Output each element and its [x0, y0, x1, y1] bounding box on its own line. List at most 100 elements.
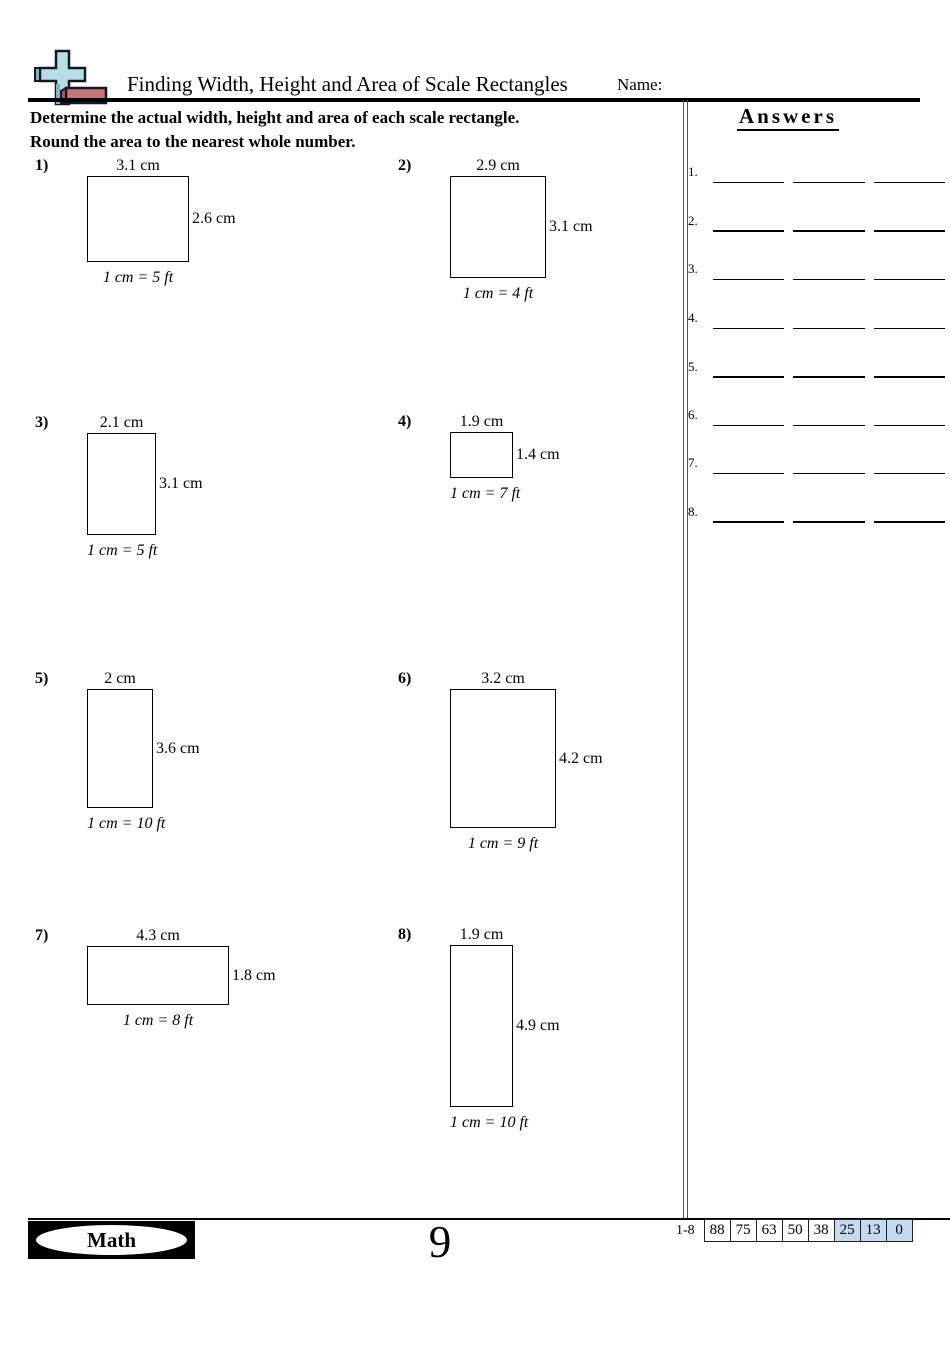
problem-8: 8) 1.9 cm 4.9 cm 1 cm = 10 ft — [398, 924, 560, 1132]
scale-rectangle — [450, 432, 513, 478]
problem-2: 2) 2.9 cm 3.1 cm 1 cm = 4 ft — [398, 155, 593, 303]
scale-rectangle — [87, 433, 156, 535]
answer-row-3: 3. — [688, 261, 945, 280]
scale-rectangle — [87, 689, 153, 808]
width-label: 1.9 cm — [459, 413, 504, 430]
problem-number: 1) — [35, 157, 49, 174]
problem-3: 3) 2.1 cm 3.1 cm 1 cm = 5 ft — [35, 412, 203, 560]
answer-blank[interactable] — [793, 261, 865, 280]
page-title: Finding Width, Height and Area of Scale … — [127, 72, 568, 96]
scale-label: 1 cm = 4 ft — [462, 285, 534, 302]
answer-blank[interactable] — [793, 358, 865, 378]
grade-cell-highlighted: 0 — [885, 1219, 913, 1242]
width-label: 2.9 cm — [476, 157, 520, 174]
instructions-line1: Determine the actual width, height and a… — [30, 108, 520, 127]
footer-divider — [28, 1218, 950, 1220]
scale-label: 1 cm = 10 ft — [450, 1114, 529, 1131]
name-label: Name: — [617, 75, 663, 94]
answers-heading: Answers — [688, 104, 888, 131]
grade-cell: 38 — [807, 1219, 835, 1242]
answer-blank[interactable] — [713, 503, 785, 523]
answer-blank[interactable] — [713, 164, 785, 183]
height-label: 3.1 cm — [549, 218, 593, 235]
answer-blank[interactable] — [713, 455, 785, 474]
answer-number: 6. — [688, 407, 698, 422]
answer-number: 1. — [688, 164, 698, 179]
answer-blank[interactable] — [793, 503, 865, 523]
grade-cell: 50 — [781, 1219, 809, 1242]
answers-column-divider — [683, 100, 688, 1218]
answer-blank[interactable] — [793, 212, 865, 232]
answer-blank[interactable] — [873, 212, 945, 232]
answer-row-2: 2. — [688, 212, 945, 232]
width-label: 4.3 cm — [136, 927, 180, 944]
scale-label: 1 cm = 9 ft — [467, 835, 539, 852]
answer-number: 8. — [688, 504, 698, 519]
answer-row-1: 1. — [688, 164, 945, 183]
grading-scale-table: 1-8 88 75 63 50 38 25 13 0 — [676, 1219, 913, 1242]
grade-cell: 75 — [729, 1219, 757, 1242]
answer-blank[interactable] — [713, 407, 785, 426]
scale-label: 1 cm = 7 ft — [450, 485, 521, 502]
answer-blank[interactable] — [873, 261, 945, 280]
problem-4: 4) 1.9 cm 1.4 cm 1 cm = 7 ft — [398, 411, 560, 503]
width-label: 2.1 cm — [99, 414, 144, 431]
answer-blank[interactable] — [713, 261, 785, 280]
width-label: 2 cm — [104, 670, 136, 687]
scale-rectangle — [450, 689, 556, 828]
header-divider — [28, 98, 920, 102]
height-label: 1.4 cm — [516, 446, 560, 463]
answer-row-4: 4. — [688, 310, 945, 329]
width-label: 3.1 cm — [116, 157, 160, 174]
problem-number: 5) — [35, 670, 49, 687]
scale-label: 1 cm = 8 ft — [122, 1012, 194, 1029]
answer-row-7: 7. — [688, 455, 945, 474]
scale-label: 1 cm = 10 ft — [87, 815, 166, 832]
scale-rectangle — [87, 946, 229, 1005]
answer-blank[interactable] — [713, 212, 785, 232]
answer-blank[interactable] — [793, 164, 865, 183]
grading-scale-range-label: 1-8 — [676, 1222, 695, 1238]
answer-blank[interactable] — [713, 310, 785, 329]
answer-blank[interactable] — [873, 164, 945, 183]
answer-blank[interactable] — [793, 310, 865, 329]
width-label: 3.2 cm — [481, 670, 525, 687]
width-label: 1.9 cm — [459, 926, 504, 943]
problem-number: 8) — [398, 926, 412, 943]
problem-5: 5) 2 cm 3.6 cm 1 cm = 10 ft — [35, 668, 200, 833]
problem-7: 7) 4.3 cm 1.8 cm 1 cm = 8 ft — [35, 925, 276, 1030]
scale-label: 1 cm = 5 ft — [87, 542, 158, 559]
problem-number: 4) — [398, 413, 412, 430]
grade-cell-highlighted: 13 — [859, 1219, 887, 1242]
answer-row-8: 8. — [688, 503, 945, 523]
height-label: 4.2 cm — [559, 749, 603, 767]
instructions: Determine the actual width, height and a… — [30, 106, 519, 154]
scale-label: 1 cm = 5 ft — [102, 269, 174, 286]
problem-1: 1) 3.1 cm 2.6 cm 1 cm = 5 ft — [35, 155, 236, 287]
math-brand-label: Math — [87, 1227, 136, 1252]
grade-cell-highlighted: 25 — [833, 1219, 861, 1242]
answer-blank[interactable] — [873, 455, 945, 474]
answer-blank[interactable] — [793, 455, 865, 474]
answer-row-5: 5. — [688, 358, 945, 378]
grade-cell: 63 — [755, 1219, 783, 1242]
height-label: 4.9 cm — [516, 1017, 560, 1034]
grade-cell: 88 — [703, 1219, 731, 1242]
instructions-line2: Round the area to the nearest whole numb… — [30, 132, 356, 151]
answer-blank[interactable] — [873, 310, 945, 329]
problem-number: 3) — [35, 414, 49, 431]
scale-rectangle — [450, 176, 546, 278]
answer-blank[interactable] — [873, 503, 945, 523]
height-label: 3.1 cm — [159, 475, 203, 492]
scale-rectangle — [87, 176, 189, 262]
answer-blank[interactable] — [873, 407, 945, 426]
height-label: 3.6 cm — [156, 739, 200, 757]
answer-blank[interactable] — [793, 407, 865, 426]
answer-number: 2. — [688, 213, 698, 228]
answer-number: 4. — [688, 310, 698, 325]
answer-blank[interactable] — [873, 358, 945, 378]
problem-number: 6) — [398, 670, 412, 687]
answer-blank[interactable] — [713, 358, 785, 378]
problem-number: 7) — [35, 927, 49, 944]
answer-number: 3. — [688, 261, 698, 276]
